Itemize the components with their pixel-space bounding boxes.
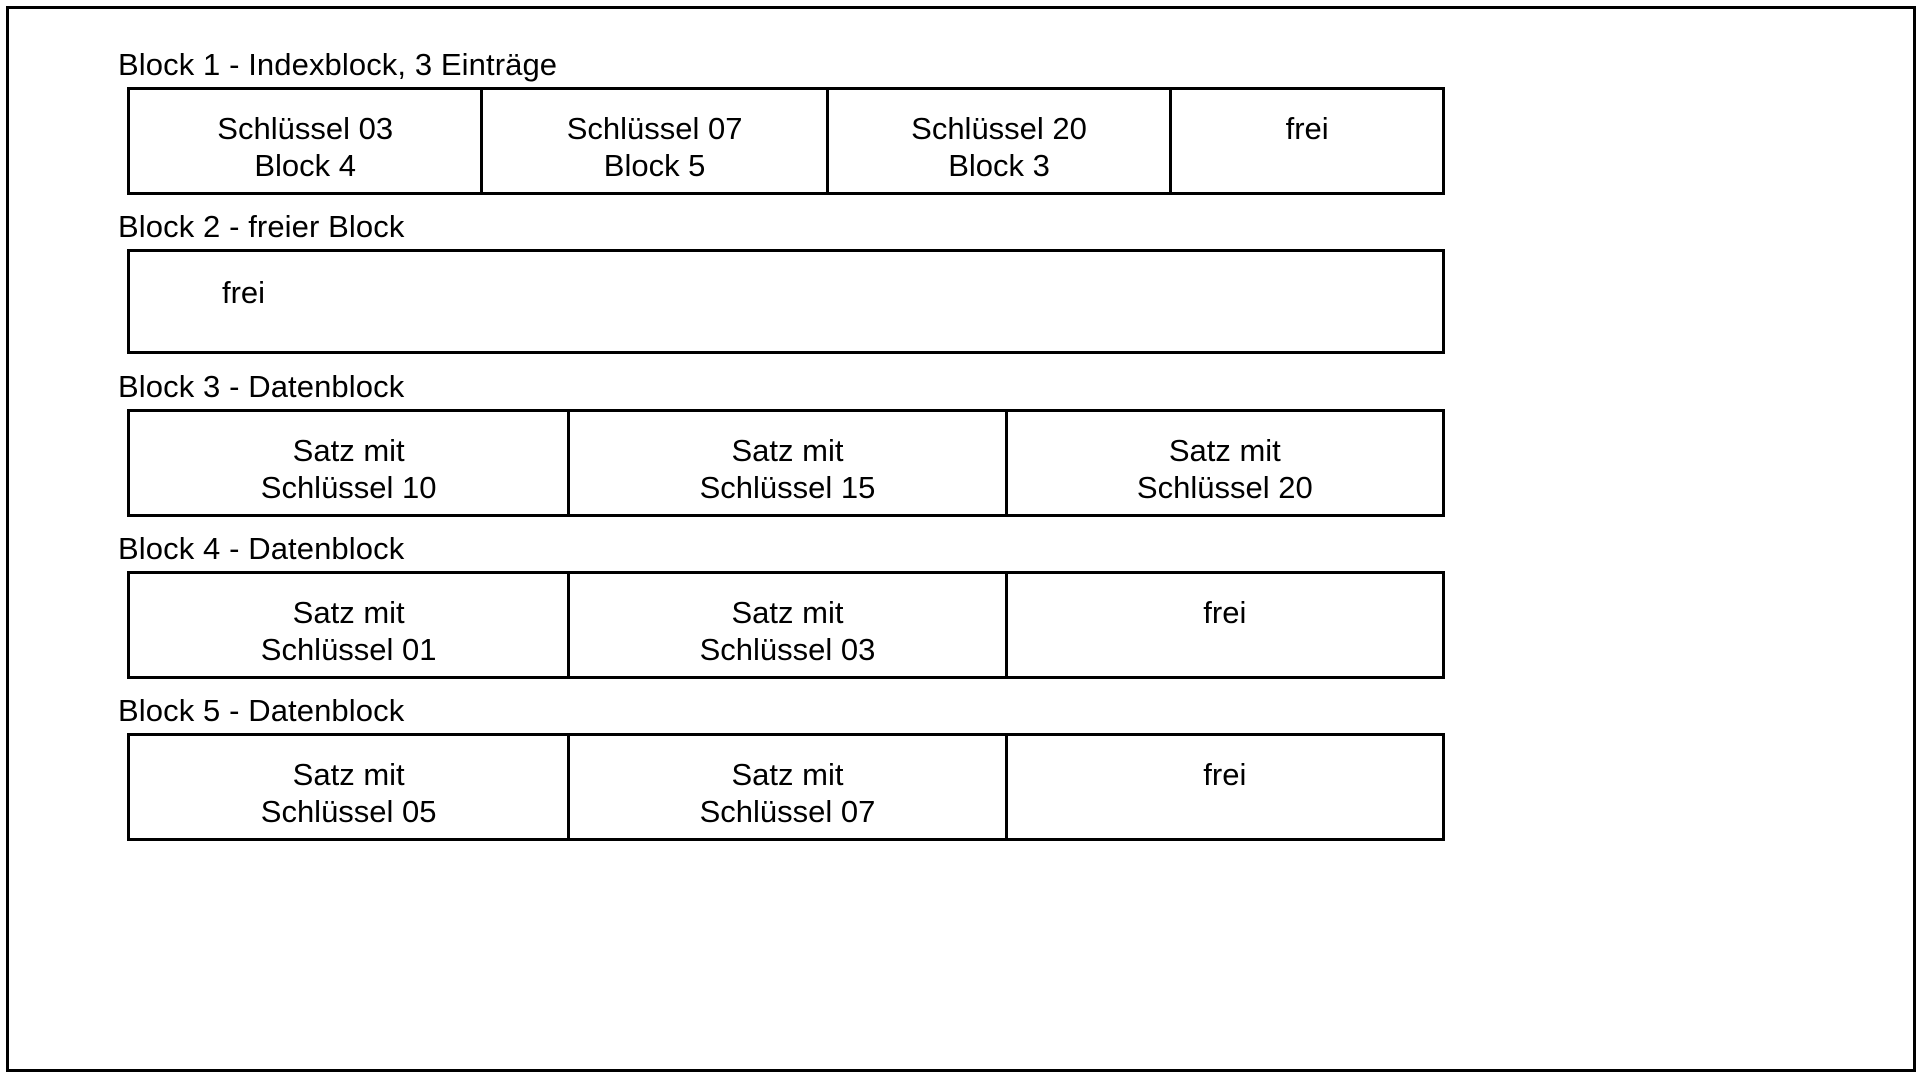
block-2-label: Block 2 - freier Block [118, 209, 405, 244]
block-4-cell-1-line1: Satz mit [292, 595, 405, 630]
block-5-cell-2-line1: Satz mit [731, 757, 844, 792]
block-3-cell-3-line2: Schlüssel 20 [1136, 470, 1313, 505]
block-4-table: Satz mit Schlüssel 01 Satz mit Schlüssel… [127, 571, 1445, 679]
block-1-table: Schlüssel 03 Block 4 Schlüssel 07 Block … [127, 87, 1445, 195]
block-4-label: Block 4 - Datenblock [118, 531, 405, 566]
block-4-cell-3-line1: frei [1203, 595, 1247, 630]
block-5-cell-2-line2: Schlüssel 07 [699, 794, 876, 829]
block-2-table: frei [127, 249, 1445, 354]
block-1-cell-3-line2: Block 3 [948, 148, 1050, 183]
block-5-cell-3-line1: frei [1203, 757, 1247, 792]
block-3-cell-1-line1: Satz mit [292, 433, 405, 468]
block-1-cell-2: Schlüssel 07 Block 5 [480, 90, 825, 192]
block-5-table: Satz mit Schlüssel 05 Satz mit Schlüssel… [127, 733, 1445, 841]
block-3-cell-2-line2: Schlüssel 15 [699, 470, 876, 505]
block-3-label: Block 3 - Datenblock [118, 369, 405, 404]
block-2-cell-1-line1: frei [222, 275, 266, 310]
block-4-cell-3-free: frei [1004, 574, 1442, 676]
block-1-cell-4-free: frei [1169, 90, 1442, 192]
figure-outer-frame: Block 1 - Indexblock, 3 Einträge Schlüss… [6, 6, 1916, 1072]
block-1-cell-3: Schlüssel 20 Block 3 [825, 90, 1169, 192]
block-1-cell-3-line1: Schlüssel 20 [911, 111, 1087, 146]
block-4-cell-2-line2: Schlüssel 03 [699, 632, 876, 667]
block-3-cell-3: Satz mit Schlüssel 20 [1004, 412, 1442, 514]
block-1-cell-2-line2: Block 5 [603, 148, 706, 183]
block-1-cell-4-line1: frei [1285, 111, 1329, 146]
block-5-cell-3-free: frei [1004, 736, 1442, 838]
block-5-cell-2: Satz mit Schlüssel 07 [567, 736, 1004, 838]
block-1-cell-1-line2: Block 4 [254, 148, 357, 183]
block-1-cell-1: Schlüssel 03 Block 4 [130, 90, 480, 192]
block-3-cell-1: Satz mit Schlüssel 10 [130, 412, 567, 514]
block-3-table: Satz mit Schlüssel 10 Satz mit Schlüssel… [127, 409, 1445, 517]
block-1-label: Block 1 - Indexblock, 3 Einträge [118, 47, 558, 82]
block-1-cell-1-line1: Schlüssel 03 [217, 111, 394, 146]
block-3-cell-2: Satz mit Schlüssel 15 [567, 412, 1004, 514]
block-5-cell-1-line2: Schlüssel 05 [260, 794, 437, 829]
block-5-cell-1: Satz mit Schlüssel 05 [130, 736, 567, 838]
block-3-cell-1-line2: Schlüssel 10 [260, 470, 437, 505]
block-5-cell-1-line1: Satz mit [292, 757, 405, 792]
block-4-cell-1: Satz mit Schlüssel 01 [130, 574, 567, 676]
block-1-cell-2-line1: Schlüssel 07 [566, 111, 743, 146]
block-4-cell-2: Satz mit Schlüssel 03 [567, 574, 1004, 676]
block-3-cell-2-line1: Satz mit [731, 433, 844, 468]
block-4-cell-2-line1: Satz mit [731, 595, 844, 630]
block-2-cell-1-free: frei [130, 252, 1442, 351]
block-3-cell-3-line1: Satz mit [1168, 433, 1281, 468]
block-5-label: Block 5 - Datenblock [118, 693, 405, 728]
block-4-cell-1-line2: Schlüssel 01 [260, 632, 437, 667]
